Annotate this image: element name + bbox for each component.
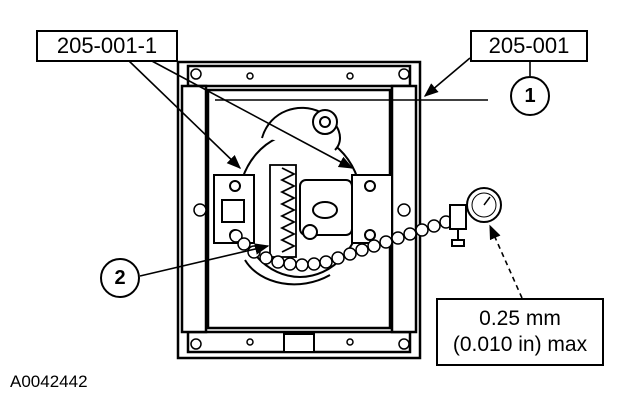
tool-label-205-001-1: 205-001-1 — [36, 30, 178, 62]
callout-number-1: 1 — [510, 76, 550, 116]
figure-id: A0042442 — [10, 372, 88, 391]
spec-line-1: 0.25 mm — [479, 306, 561, 330]
bottom-block — [283, 333, 315, 353]
frame-bolts — [190, 68, 411, 350]
spec-box: 0.25 mm (0.010 in) max — [436, 298, 604, 366]
leader-lines — [127, 57, 531, 299]
dial-indicator — [449, 187, 502, 247]
ring-gear — [269, 164, 297, 258]
tool-label-205-001: 205-001 — [470, 30, 588, 62]
differential-housing — [213, 106, 393, 286]
callout-number-2: 2 — [100, 258, 140, 298]
spec-line-2: (0.010 in) max — [452, 333, 588, 356]
